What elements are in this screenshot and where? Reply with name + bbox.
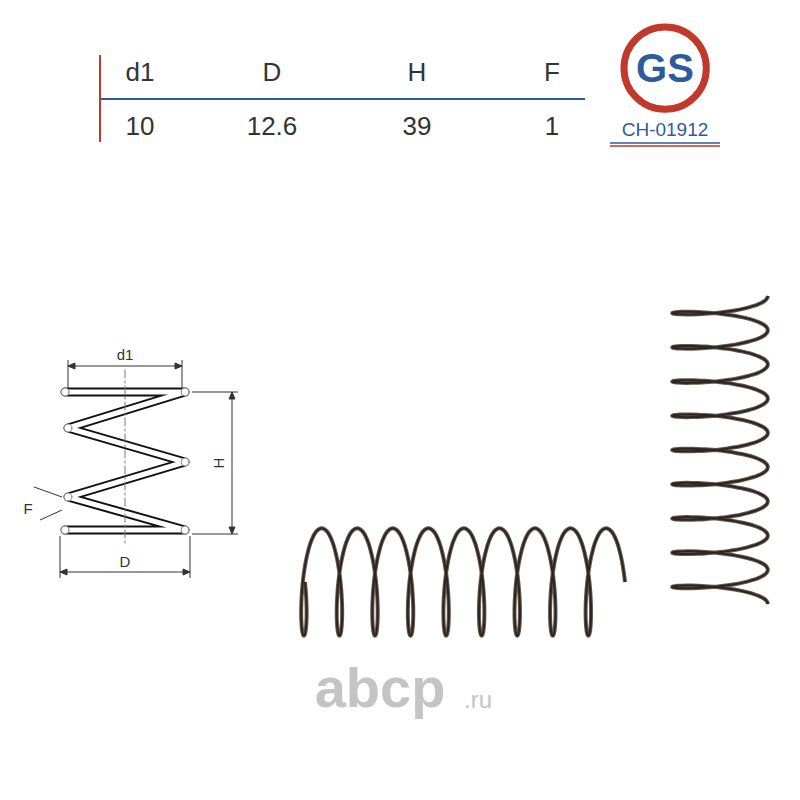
watermark: .ru <box>464 688 492 712</box>
spring-coil <box>301 528 625 636</box>
underline <box>610 142 720 144</box>
dimension-lines <box>34 360 238 578</box>
dimension-label: F <box>23 501 32 516</box>
watermark: abcp <box>315 660 446 716</box>
column-header: d1 <box>126 59 155 85</box>
table-cell: 1 <box>545 113 559 139</box>
column-header: F <box>544 59 560 85</box>
spring-photo <box>301 296 768 636</box>
spring-coil <box>301 528 625 636</box>
dimension-label: H <box>211 458 226 469</box>
spring-schematic <box>61 370 189 545</box>
part-number: CH-01912 <box>622 120 709 139</box>
column-header: D <box>263 59 282 85</box>
dimension-label: d1 <box>117 347 134 362</box>
underline <box>610 145 720 147</box>
spring-coil <box>672 296 768 604</box>
spring-coil <box>672 296 768 604</box>
column-header: H <box>408 59 427 85</box>
table-cell: 12.6 <box>247 113 298 139</box>
table-cell: 10 <box>126 113 155 139</box>
dimension-label: D <box>120 554 131 569</box>
logo-circle: GS <box>620 23 710 113</box>
table-rule <box>99 55 101 142</box>
table-rule <box>100 98 585 100</box>
logo-text: GS <box>636 48 694 88</box>
table-cell: 39 <box>403 113 432 139</box>
